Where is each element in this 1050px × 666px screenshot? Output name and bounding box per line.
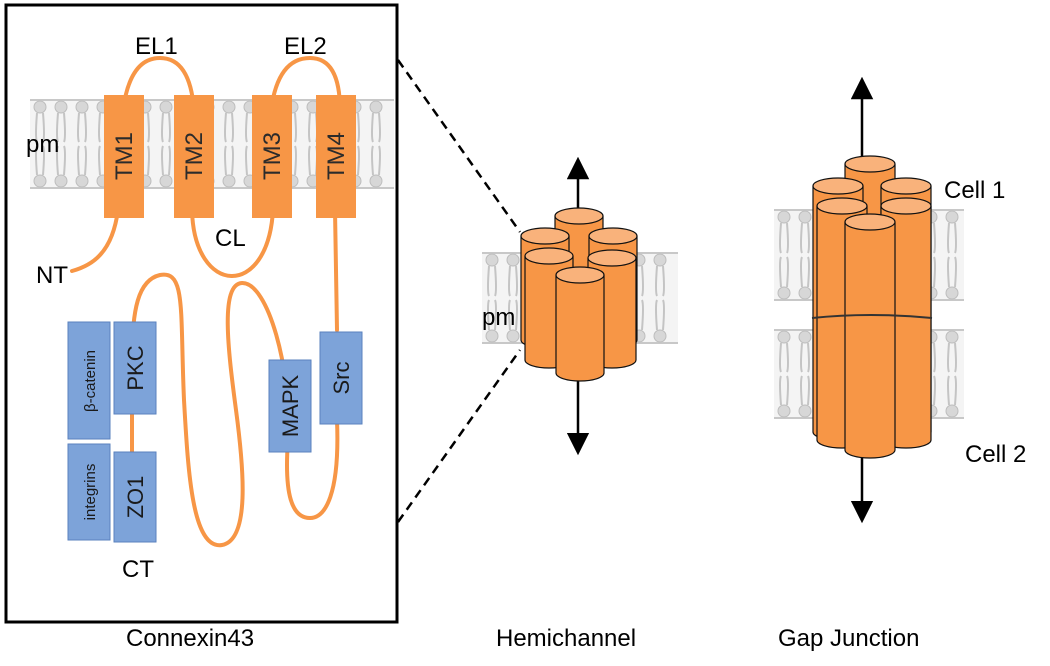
el1-label: EL1 <box>135 33 178 60</box>
pkc-box <box>113 321 157 415</box>
src-box <box>319 331 363 425</box>
gap-junction-seam <box>811 314 933 319</box>
beta-catenin-label: β-catenin <box>82 350 99 412</box>
hemichannel-connexons <box>520 207 638 382</box>
zo1-label: ZO1 <box>123 476 148 519</box>
tm4-helix <box>316 95 356 218</box>
connexin-backbone <box>70 55 342 332</box>
tm2-label: TM2 <box>181 132 208 180</box>
c-terminal-tail <box>130 272 340 548</box>
gap-junction-connexons <box>811 155 933 459</box>
gap-junction-connexin-6 <box>844 213 896 459</box>
beta-catenin-box <box>67 321 111 440</box>
hemichannel-membrane-label: pm <box>482 304 515 331</box>
tm1-label: TM1 <box>111 132 138 180</box>
n-terminus-label: NT <box>36 262 68 289</box>
connexin43-caption: Connexin43 <box>126 625 254 652</box>
src-label: Src <box>329 362 354 395</box>
mapk-box <box>268 359 312 453</box>
mapk-label: MAPK <box>278 375 303 438</box>
integrins-box <box>67 443 111 541</box>
zoom-line-top <box>396 59 522 233</box>
zo1-box <box>113 451 157 543</box>
binding-partners: β-catenin PKC integrins ZO1 MAPK Src <box>67 321 363 543</box>
gap-junction-caption: Gap Junction <box>778 625 919 652</box>
el2-label: EL2 <box>284 33 327 60</box>
tm4-label: TM4 <box>323 132 350 180</box>
integrins-label: integrins <box>82 464 99 521</box>
pkc-label: PKC <box>123 345 148 390</box>
hemichannel-caption: Hemichannel <box>496 625 636 652</box>
zoom-line-bottom <box>396 349 522 523</box>
tm2-helix <box>174 95 214 218</box>
cytoplasmic-loop-label: CL <box>215 225 246 252</box>
tm1-helix <box>104 95 144 218</box>
c-terminus-label: CT <box>122 556 154 583</box>
tm3-label: TM3 <box>259 132 286 180</box>
cell2-label: Cell 2 <box>965 441 1026 468</box>
cell1-label: Cell 1 <box>944 177 1005 204</box>
transmembrane-domains: TM1 TM2 TM3 TM4 <box>104 95 356 218</box>
tm3-helix <box>252 95 292 218</box>
hemichannel-connexin-6 <box>555 266 605 382</box>
membrane-label: pm <box>26 131 59 158</box>
